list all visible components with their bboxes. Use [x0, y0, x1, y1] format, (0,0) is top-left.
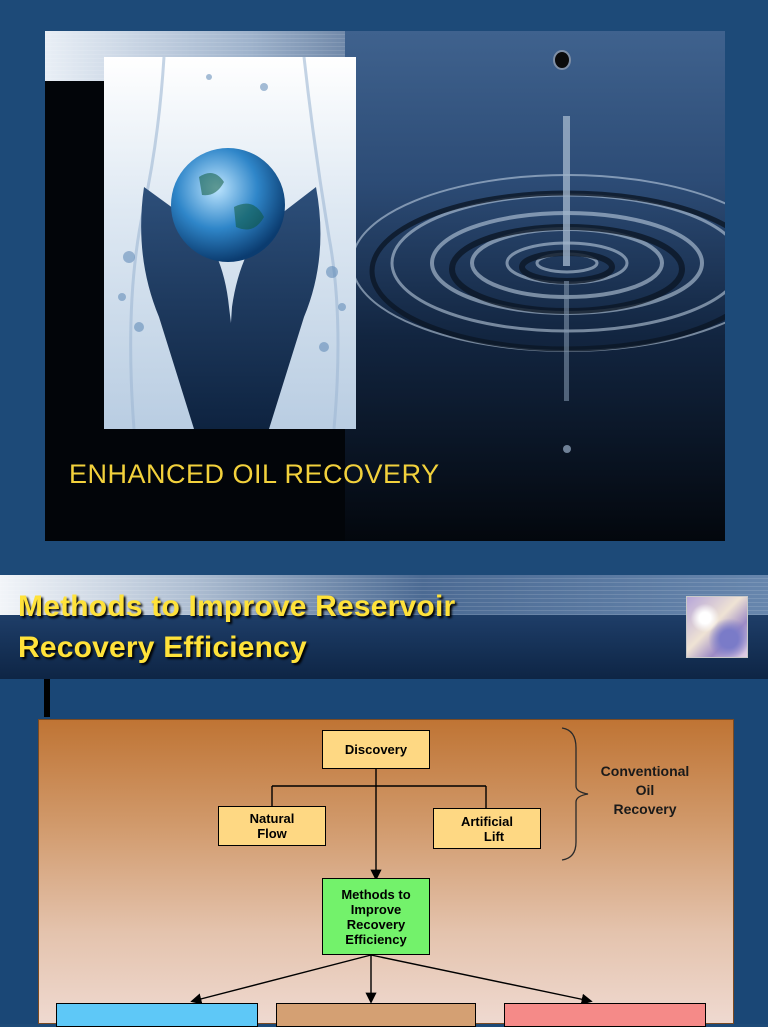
methods-label-3: Recovery	[346, 916, 406, 932]
methods-label-1: Methods to	[341, 886, 411, 902]
artificial-lift-label-2: Lift	[483, 828, 505, 844]
natural-flow-box: Natural Flow	[218, 806, 326, 846]
connector-methods-left	[190, 954, 372, 1005]
artificial-lift-box: Artificial Lift	[433, 808, 541, 849]
conventional-oil-recovery-label: Conventional Oil Recovery	[590, 762, 700, 819]
conventional-label-2: Oil	[635, 782, 655, 798]
marble-thumbnail-icon	[686, 596, 748, 658]
bottom-box-middle	[276, 1003, 476, 1027]
slide2-title-line1: Methods to Improve Reservoir	[18, 590, 456, 623]
slide2-header: Methods to Improve Reservoir Recovery Ef…	[0, 575, 768, 679]
methods-label-2: Improve	[350, 901, 402, 917]
conventional-label-1: Conventional	[600, 763, 690, 779]
slide2-header-band	[0, 575, 768, 615]
water-ripple-image	[345, 31, 725, 541]
discovery-box: Discovery	[322, 730, 430, 769]
conventional-brace	[561, 727, 589, 861]
connector-methods-right	[370, 954, 593, 1005]
water-ripple-icon	[351, 50, 725, 453]
bottom-box-right	[504, 1003, 706, 1027]
conventional-label-3: Recovery	[613, 801, 677, 817]
artificial-lift-label-1: Artificial	[460, 813, 513, 829]
slide2-title-line2: Recovery Efficiency	[18, 631, 307, 664]
methods-box: Methods to Improve Recovery Efficiency	[322, 878, 430, 955]
natural-flow-label-1: Natural	[249, 811, 295, 826]
flow-diagram-panel	[38, 719, 734, 1024]
hands-globe-icon	[118, 57, 346, 429]
hands-globe-image	[104, 57, 356, 429]
natural-flow-label-2: Flow	[257, 826, 287, 841]
text-cursor-bar	[44, 679, 50, 717]
slide-title: ENHANCED OIL RECOVERY	[69, 459, 440, 489]
discovery-label: Discovery	[344, 742, 408, 757]
methods-label-4: Efficiency	[345, 931, 407, 947]
bottom-box-left	[56, 1003, 258, 1027]
title-slide: ENHANCED OIL RECOVERY	[45, 31, 725, 541]
